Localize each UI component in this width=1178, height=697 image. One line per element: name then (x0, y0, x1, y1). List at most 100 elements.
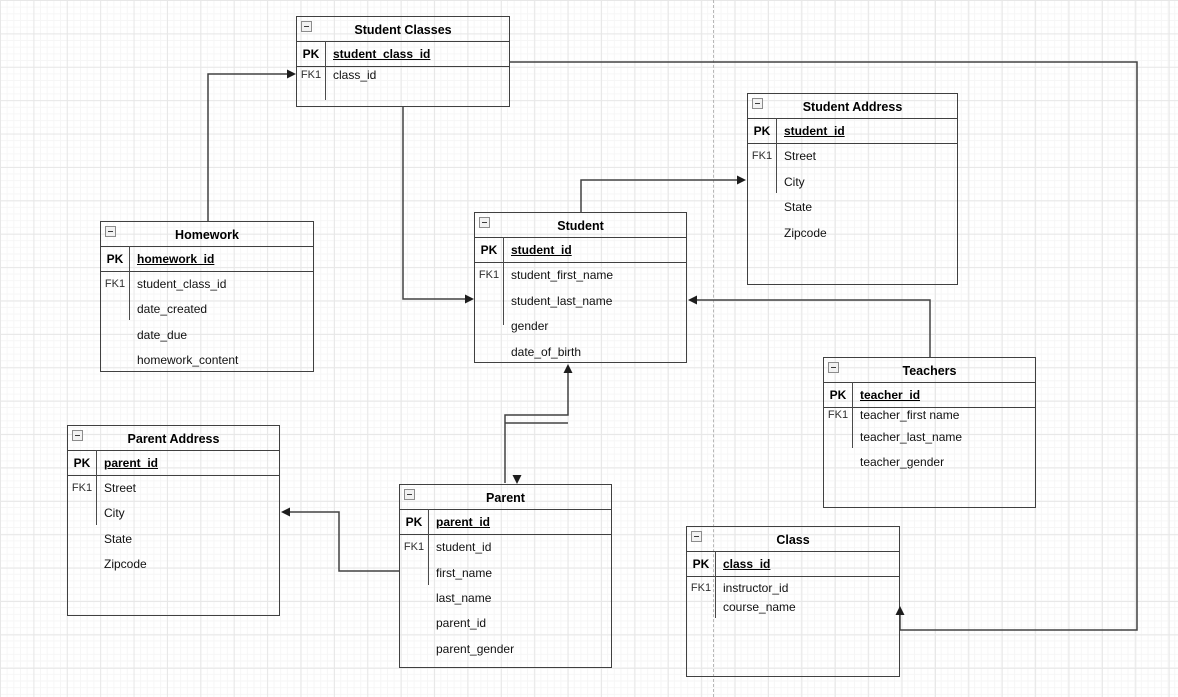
entity-title: Class (776, 533, 810, 547)
connector-student-classes-to-student[interactable] (402, 107, 466, 300)
title-divider (824, 381, 1035, 383)
arrowhead-student-classes-to-student[interactable] (465, 294, 474, 304)
title-divider (475, 236, 686, 238)
field-row[interactable]: Zipcode (68, 552, 279, 577)
field-row[interactable]: parent_id (400, 611, 611, 636)
field-row[interactable]: State (68, 527, 279, 552)
entity-title: Student Classes (354, 23, 452, 37)
pk-key-label: PK (692, 557, 710, 571)
field-row[interactable]: FK1 teacher_first name (824, 403, 1035, 428)
connector-teachers-to-student[interactable] (696, 299, 931, 357)
field-name: class_id (333, 67, 377, 82)
field-row[interactable]: parent_gender (400, 637, 611, 662)
arrowhead-teachers-to-student[interactable] (688, 295, 697, 305)
pk-key-label: PK (753, 124, 771, 138)
field-row[interactable]: first_name (400, 561, 611, 586)
field-name: teacher_last_name (860, 429, 963, 444)
field-row[interactable]: last_name (400, 586, 611, 611)
field-row[interactable]: City (748, 170, 957, 195)
pk-key-label: PK (73, 456, 91, 470)
pk-key-label: PK (405, 515, 423, 529)
field-row[interactable]: gender (475, 314, 686, 339)
field-row[interactable]: date_due (101, 323, 313, 348)
field-row[interactable]: date_created (101, 297, 313, 322)
arrowhead-parent-to-parent-address[interactable] (281, 507, 290, 517)
collapse-icon[interactable] (301, 21, 312, 32)
collapse-icon[interactable] (105, 226, 116, 237)
pk-field-name: student_id (511, 243, 572, 257)
field-name: student_class_id (137, 276, 227, 291)
collapse-icon[interactable] (752, 98, 763, 109)
field-name: teacher_first name (860, 407, 960, 422)
field-row[interactable]: City (68, 501, 279, 526)
field-row[interactable]: homework_content (101, 348, 313, 373)
entity-title: Student (557, 219, 604, 233)
field-name: City (104, 505, 125, 520)
collapse-icon[interactable] (72, 430, 83, 441)
field-name: City (784, 174, 805, 189)
fk-key-label: FK1 (827, 408, 849, 421)
field-row[interactable]: State (748, 195, 957, 220)
connector-parent-to-student[interactable] (504, 373, 569, 483)
arrowhead-homework-to-student-classes[interactable] (287, 69, 296, 79)
connector-parent-to-parent-address[interactable] (289, 511, 399, 572)
collapse-icon[interactable] (404, 489, 415, 500)
key-column-divider (96, 449, 97, 525)
pk-row[interactable]: PK student_id (748, 119, 957, 144)
title-divider (687, 550, 899, 552)
title-divider (748, 117, 957, 119)
field-name: first_name (436, 565, 493, 580)
collapse-icon[interactable] (691, 531, 702, 542)
arrowhead-student-to-student-address[interactable] (737, 175, 746, 185)
connector-homework-to-student-classes[interactable] (207, 73, 288, 221)
pk-field-name: teacher_id (860, 388, 921, 402)
pk-divider (297, 65, 509, 67)
field-row[interactable]: teacher_gender (824, 450, 1035, 475)
field-name: Zipcode (104, 556, 147, 571)
field-row[interactable]: teacher_last_name (824, 425, 1035, 450)
connector-student-classes-to-class[interactable] (510, 61, 1138, 631)
arrowhead-student-classes-to-class[interactable] (895, 606, 905, 615)
key-column-divider (503, 236, 504, 325)
pk-divider (824, 406, 1035, 408)
collapse-icon[interactable] (479, 217, 490, 228)
field-name: homework_content (137, 352, 239, 367)
pk-key-label: PK (302, 47, 320, 61)
arrowhead-student-to-parent[interactable] (512, 475, 522, 484)
key-column-divider (715, 550, 716, 618)
pk-field-name: student_id (784, 124, 845, 138)
field-row[interactable]: date_of_birth (475, 340, 686, 365)
connector-student-to-student-address[interactable] (580, 179, 738, 212)
field-row[interactable]: student_last_name (475, 289, 686, 314)
field-row[interactable]: Zipcode (748, 221, 957, 246)
field-row[interactable]: course_name (687, 595, 899, 620)
field-name: State (784, 199, 813, 214)
field-name: parent_gender (436, 641, 515, 656)
pk-key-label: PK (106, 252, 124, 266)
collapse-icon[interactable] (828, 362, 839, 373)
arrowhead-parent-to-student[interactable] (563, 364, 573, 373)
